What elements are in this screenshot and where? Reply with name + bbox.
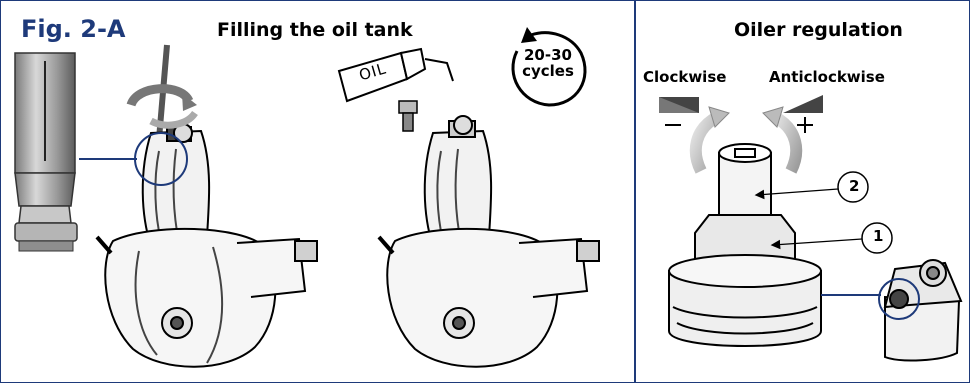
impact-wrench-middle (379, 116, 599, 367)
callout-1-label: 1 (873, 227, 883, 245)
panel-divider (634, 1, 636, 382)
oiler-regulation-title: Oiler regulation (734, 19, 903, 41)
oiler-location-detail (821, 260, 961, 360)
cycles-label: 20-30 cycles (512, 47, 584, 79)
callout-2-label: 2 (849, 177, 859, 195)
impact-wrench-left (97, 45, 317, 367)
plus-sign-icon (797, 117, 813, 133)
oil-plug-screw-icon (399, 101, 417, 131)
oil-bottle-icon (339, 49, 453, 101)
adjust-wedge-left-icon (659, 97, 699, 113)
oiler-valve-closeup (669, 144, 821, 346)
hex-key-closeup (15, 53, 137, 251)
cycles-unit: cycles (512, 63, 584, 79)
adjust-wedge-right-icon (783, 95, 823, 113)
filling-oil-tank-title: Filling the oil tank (217, 19, 413, 41)
figure-label: Fig. 2-A (21, 15, 126, 43)
anticlockwise-label: Anticlockwise (769, 68, 885, 86)
cycles-count: 20-30 (512, 47, 584, 63)
clockwise-label: Clockwise (643, 68, 726, 86)
